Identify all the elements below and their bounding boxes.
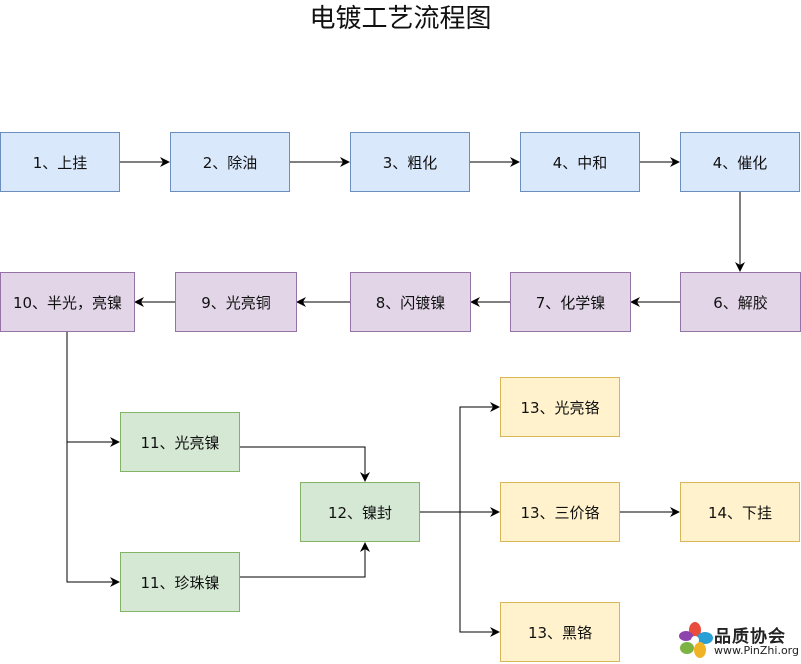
- step-4-neutralize: 4、中和: [520, 132, 640, 192]
- step-11-pearl-nickel: 11、珍珠镍: [120, 552, 240, 612]
- step-3-roughen: 3、粗化: [350, 132, 470, 192]
- step-11-bright-nickel: 11、光亮镍: [120, 412, 240, 472]
- step-9-bright-copper: 9、光亮铜: [175, 272, 297, 332]
- edge-12-13c: [459, 512, 500, 637]
- step-10-semi-bright-nickel: 10、半光，亮镍: [0, 272, 135, 332]
- watermark-text: 品质协会: [714, 627, 786, 647]
- step-7-chemical-nickel: 7、化学镍: [510, 272, 631, 332]
- step-4-catalyze: 4、催化: [680, 132, 800, 192]
- edge-10-11b: [66, 442, 120, 587]
- watermark-url: www.PinZhi.org: [714, 644, 799, 657]
- edge-12-13a: [459, 402, 500, 512]
- edge-11a-12: [240, 446, 370, 482]
- step-13-bright-chrome: 13、光亮铬: [500, 377, 620, 437]
- step-12-nickel-seal: 12、镍封: [300, 482, 420, 542]
- step-2-degrease: 2、除油: [170, 132, 290, 192]
- edge-11b-12: [240, 542, 370, 578]
- step-6-dispergate: 6、解胶: [680, 272, 801, 332]
- step-8-flash-nickel: 8、闪镀镍: [350, 272, 471, 332]
- step-13-trivalent-chrome: 13、三价铬: [500, 482, 620, 542]
- step-1-hang-on: 1、上挂: [0, 132, 120, 192]
- edge-10-11a: [66, 332, 120, 447]
- step-14-unload: 14、下挂: [680, 482, 800, 542]
- diagram-title: 电镀工艺流程图: [309, 4, 492, 34]
- flower-logo-icon: [679, 622, 713, 658]
- watermark-logo: 品质协会 www.PinZhi.org: [676, 620, 801, 663]
- step-13-black-chrome: 13、黑铬: [500, 602, 620, 662]
